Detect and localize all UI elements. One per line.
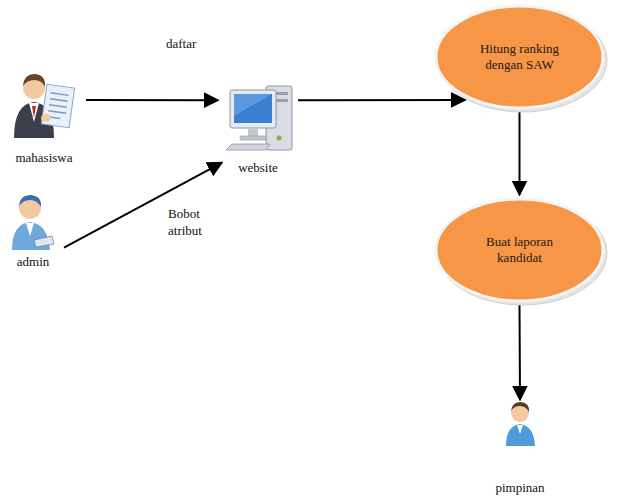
process-label: Hitung ranking dengan SAW [470, 41, 570, 74]
process-ellipse: Hitung ranking dengan SAW [432, 2, 607, 112]
student-icon [14, 74, 75, 138]
leader-icon [506, 402, 535, 446]
actor-node: pimpinan [478, 398, 562, 496]
actor-label: website [238, 160, 278, 176]
process-ellipse: Buat laporan kandidat [432, 195, 607, 305]
admin-icon [12, 195, 54, 250]
actor-label: admin [17, 254, 50, 270]
actor-node: mahasiswa [2, 66, 86, 166]
process-label: Buat laporan kandidat [470, 234, 570, 267]
edge-label: Bobot atribut [166, 206, 230, 240]
flow-arrow [86, 99, 218, 101]
edge-label: daftar [164, 36, 198, 53]
flow-arrow [298, 99, 465, 101]
actor-label: mahasiswa [15, 150, 72, 166]
flow-arrow [519, 112, 521, 195]
system-node: website [218, 80, 298, 176]
flow-arrow [519, 305, 522, 400]
computer-icon [226, 86, 292, 150]
actor-label: pimpinan [495, 480, 544, 496]
actor-node: admin [2, 190, 64, 270]
